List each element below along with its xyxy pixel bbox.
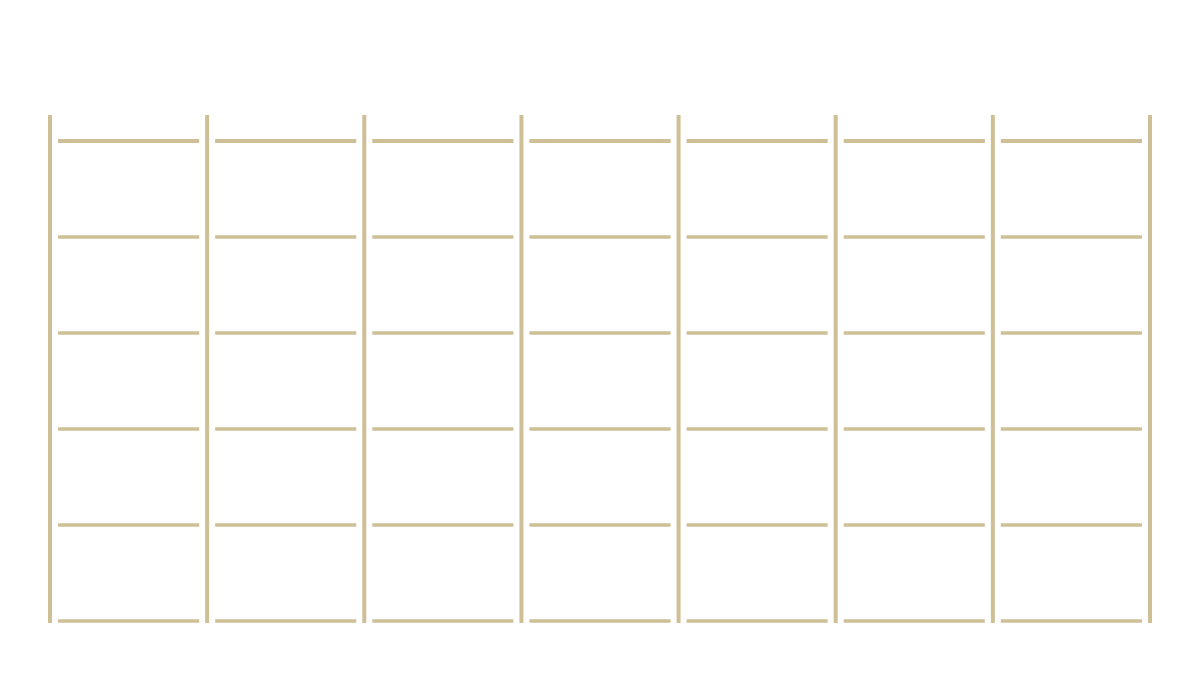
vertical-dividers [48,115,1152,623]
horizontal-dividers [58,139,1142,623]
